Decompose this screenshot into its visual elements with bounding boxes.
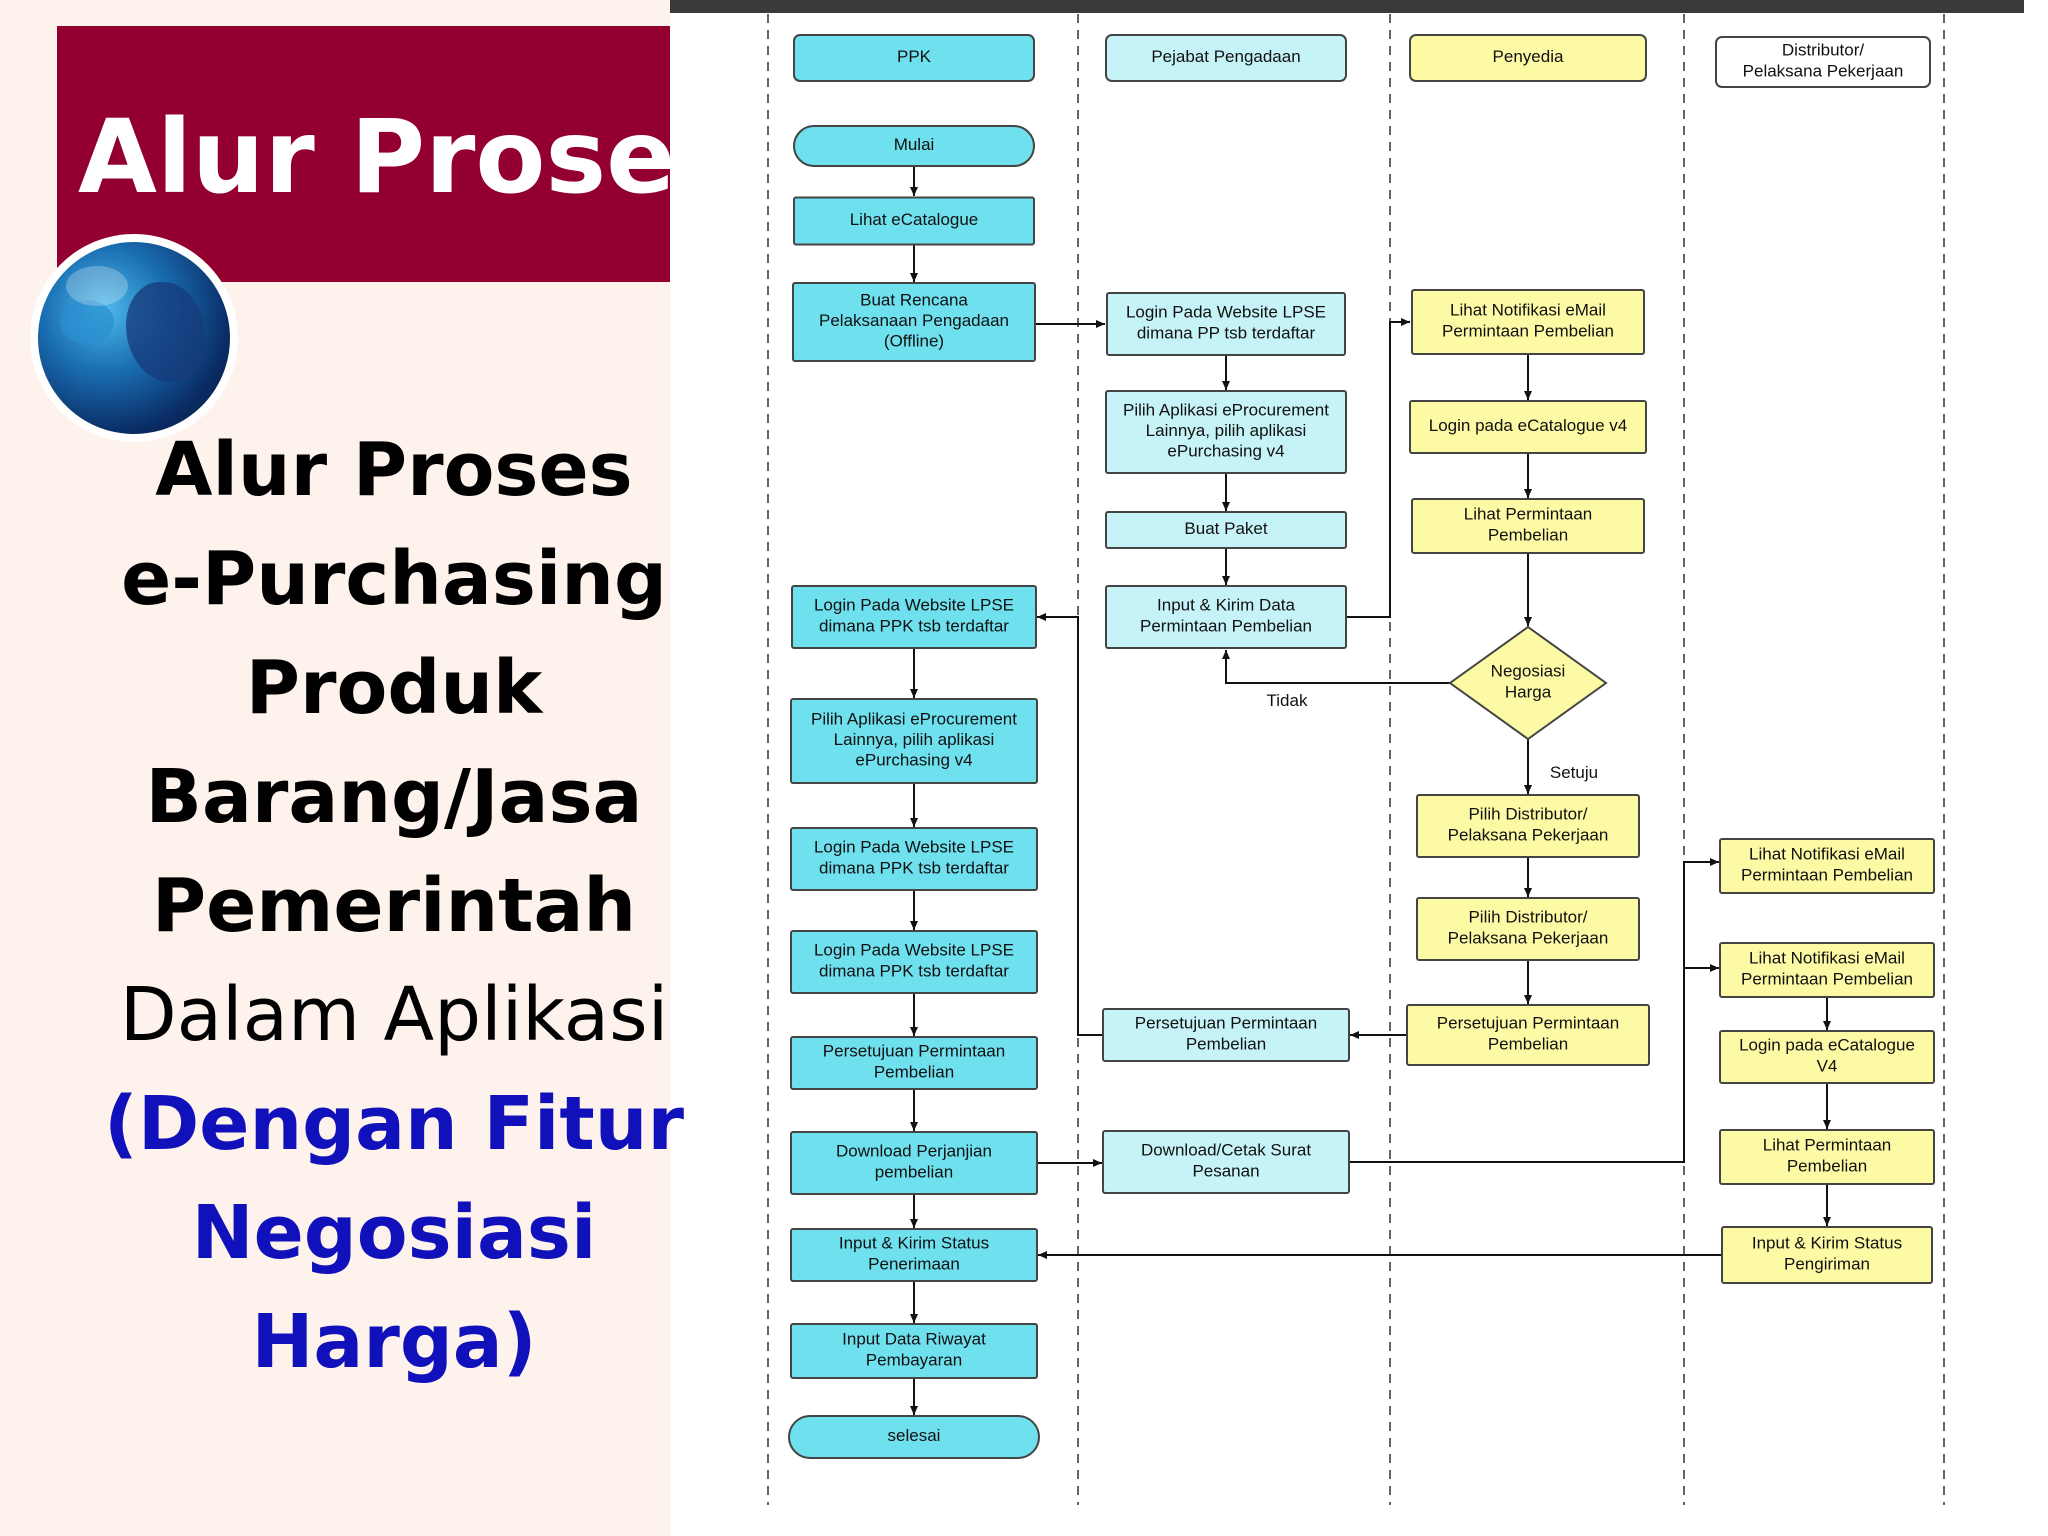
node-p1 — [793, 196, 1035, 246]
side-title-line: e-Purchasing — [121, 536, 667, 622]
flow-arrow — [1349, 858, 1719, 1163]
node-a2 — [1105, 390, 1347, 474]
node-a4 — [1105, 585, 1347, 649]
globe-icon — [30, 234, 238, 442]
node-p6 — [790, 930, 1038, 994]
side-title-line: Harga) — [251, 1299, 537, 1385]
node-s4 — [1416, 794, 1640, 858]
node-p10 — [790, 1323, 1038, 1379]
node-s6 — [1406, 1004, 1650, 1066]
node-d1 — [1719, 838, 1935, 894]
side-title-line: Alur Proses — [155, 427, 633, 513]
node-p7 — [790, 1036, 1038, 1090]
node-p9 — [790, 1228, 1038, 1282]
globe-image — [38, 242, 230, 434]
flow-arrow-tidak — [1222, 650, 1450, 684]
node-p3 — [791, 585, 1037, 649]
node-p2 — [792, 282, 1036, 362]
node-selesai — [788, 1415, 1040, 1459]
node-mulai — [793, 125, 1035, 167]
lane-header-ppk — [793, 34, 1035, 82]
lane-header-pp — [1105, 34, 1347, 82]
node-d5 — [1721, 1226, 1933, 1284]
node-neg — [1448, 625, 1608, 741]
side-title-line: Negosiasi — [191, 1190, 597, 1276]
lane-header-distributor — [1715, 36, 1931, 88]
node-label-selesai: selesai — [888, 1426, 941, 1445]
node-a3 — [1105, 511, 1347, 549]
node-label-s4: Pilih Distributor/Pelaksana Pekerjaan — [1448, 805, 1609, 845]
lane-header-penyedia — [1409, 34, 1647, 82]
flow-arrow — [1346, 318, 1410, 618]
side-title-line: (Dengan Fitur — [104, 1081, 684, 1167]
node-p8 — [790, 1131, 1038, 1195]
side-title: Alur Proses e-Purchasing Produk Barang/J… — [104, 416, 684, 1397]
node-a5 — [1102, 1008, 1350, 1062]
side-title-line: Pemerintah — [151, 863, 637, 949]
node-a1 — [1106, 292, 1346, 356]
lane-header-label: PPK — [897, 47, 932, 66]
node-d3 — [1719, 1030, 1935, 1084]
lane-header-label: Pejabat Pengadaan — [1151, 47, 1300, 66]
diagram-top-bar — [670, 0, 2024, 13]
lane-header-label: Penyedia — [1493, 47, 1564, 66]
flow-arrow — [1037, 613, 1103, 1036]
side-title-line: Dalam Aplikasi — [119, 972, 669, 1058]
node-label-a3: Buat Paket — [1184, 519, 1267, 538]
node-s2 — [1409, 400, 1647, 454]
side-title-line: Barang/Jasa — [145, 754, 643, 840]
node-a6 — [1102, 1130, 1350, 1194]
edge-label-setuju: Setuju — [1550, 763, 1598, 782]
node-p4 — [790, 698, 1038, 784]
node-s3 — [1411, 498, 1645, 554]
node-d4 — [1719, 1129, 1935, 1185]
edge-label-tidak: Tidak — [1267, 691, 1308, 710]
node-d2 — [1719, 942, 1935, 998]
node-s5 — [1416, 897, 1640, 961]
node-s1 — [1411, 289, 1645, 355]
lane-header-label: Distributor/Pelaksana Pekerjaan — [1743, 41, 1904, 81]
node-label-p1: Lihat eCatalogue — [850, 210, 979, 229]
node-label-s2: Login pada eCatalogue v4 — [1429, 416, 1628, 435]
node-p5 — [790, 827, 1038, 891]
node-label-s5: Pilih Distributor/Pelaksana Pekerjaan — [1448, 908, 1609, 948]
node-label-mulai: Mulai — [894, 135, 935, 154]
side-title-line: Produk — [245, 645, 543, 731]
slide-title: Alur Proses — [78, 98, 737, 217]
